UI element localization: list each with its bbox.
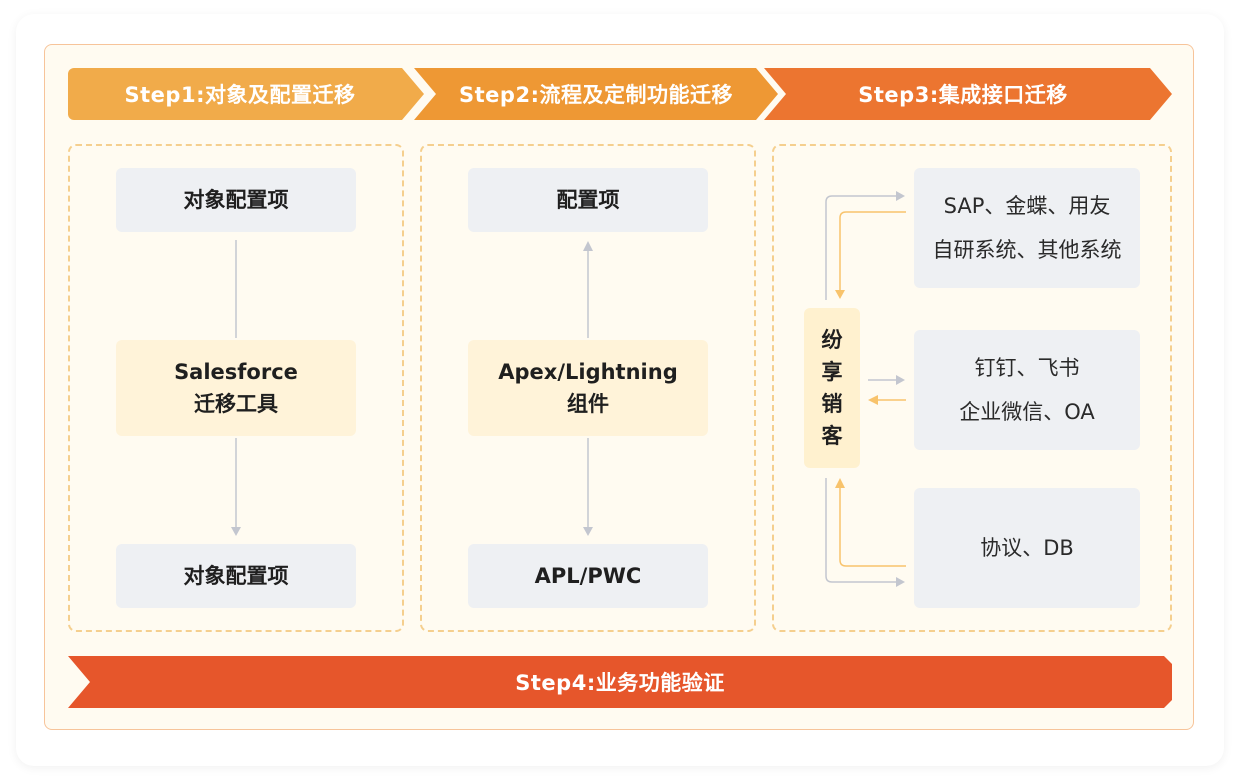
erp-to-hub-connector	[839, 211, 906, 292]
step4-banner: Step4:业务功能验证	[68, 656, 1172, 708]
system-office-line2: 企业微信、OA	[959, 400, 1095, 424]
col1-middle-line1: Salesforce	[174, 360, 298, 384]
integration-column	[772, 144, 1172, 632]
hub-char: 享	[821, 360, 843, 384]
hub-to-protocol-connector	[825, 478, 898, 583]
col2-bottom-box: APL/PWC	[468, 544, 708, 608]
col2-middle-line2: 组件	[567, 392, 609, 416]
step2-banner: Step2:流程及定制功能迁移	[414, 68, 778, 120]
col2-arrowhead-up	[583, 241, 593, 251]
object-config-column	[68, 144, 404, 632]
system-box-protocol: 协议、DB	[914, 488, 1140, 608]
col2-arrowhead-down	[583, 527, 593, 536]
col1-bottom-box: 对象配置项	[116, 544, 356, 608]
process-customization-column	[420, 144, 756, 632]
step3-label: Step3:集成接口迁移	[858, 83, 1068, 107]
step4-label: Step4:业务功能验证	[515, 671, 725, 695]
hub-char: 客	[821, 424, 843, 448]
hub-to-erp-arrowhead	[896, 191, 905, 201]
erp-to-hub-arrowhead	[835, 290, 845, 299]
hub-char: 销	[821, 392, 843, 416]
col1-top-label: 对象配置项	[183, 188, 289, 212]
office-to-hub-arrowhead	[868, 395, 878, 405]
system-box-office: 钉钉、飞书 企业微信、OA	[914, 330, 1140, 450]
col2-bottom-label: APL/PWC	[534, 564, 642, 588]
col1-middle-box: Salesforce 迁移工具	[116, 340, 356, 436]
system-erp-line1: SAP、金蝶、用友	[943, 194, 1111, 218]
step1-banner: Step1:对象及配置迁移	[68, 68, 424, 120]
step3-banner: Step3:集成接口迁移	[764, 68, 1172, 120]
hub-box: 纷 享 销 客	[804, 308, 860, 468]
hub-to-protocol-arrowhead	[896, 577, 905, 587]
col1-bottom-label: 对象配置项	[183, 564, 289, 588]
system-office-line1: 钉钉、飞书	[974, 356, 1080, 380]
system-erp-line2: 自研系统、其他系统	[932, 238, 1122, 262]
step2-label: Step2:流程及定制功能迁移	[459, 83, 733, 107]
col2-middle-box: Apex/Lightning 组件	[468, 340, 708, 436]
protocol-to-hub-connector	[839, 486, 906, 567]
col1-arrowhead	[231, 527, 241, 536]
hub-char: 纷	[821, 328, 843, 352]
protocol-to-hub-arrowhead	[835, 478, 845, 488]
col2-top-box: 配置项	[468, 168, 708, 232]
hub-to-office-arrowhead	[896, 375, 905, 385]
system-box-erp: SAP、金蝶、用友 自研系统、其他系统	[914, 168, 1140, 288]
col1-middle-line2: 迁移工具	[194, 392, 278, 416]
col2-top-label: 配置项	[556, 188, 620, 212]
step1-label: Step1:对象及配置迁移	[124, 83, 356, 107]
col2-middle-line1: Apex/Lightning	[498, 360, 678, 384]
col1-top-box: 对象配置项	[116, 168, 356, 232]
hub-to-erp-connector	[825, 195, 898, 300]
system-protocol-line1: 协议、DB	[980, 536, 1074, 560]
